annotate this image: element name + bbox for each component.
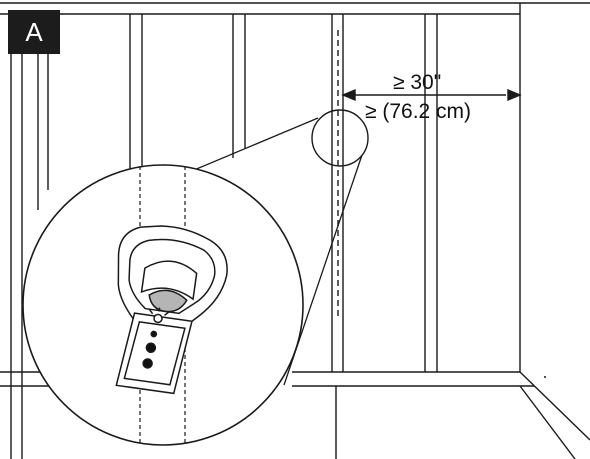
dimension-arrow-icon bbox=[341, 88, 522, 102]
speck bbox=[544, 376, 546, 378]
indicator-led bbox=[153, 313, 163, 324]
stud-finder-icon bbox=[115, 225, 228, 395]
stud bbox=[331, 14, 344, 459]
measurement-imperial: ≥ 30" bbox=[393, 71, 441, 94]
stud bbox=[10, 14, 23, 459]
stud bbox=[232, 14, 246, 158]
led-glow-line bbox=[164, 311, 170, 316]
led-dot bbox=[145, 342, 157, 354]
led-glow-line bbox=[148, 308, 154, 315]
stud bbox=[129, 14, 143, 178]
led-dot bbox=[150, 330, 158, 338]
panel-label: A bbox=[25, 17, 43, 47]
detail-source-circle bbox=[311, 109, 369, 167]
led-dot bbox=[142, 358, 153, 369]
led-glow-line bbox=[158, 307, 161, 312]
stud bbox=[424, 14, 438, 372]
panel-label-badge: A bbox=[8, 10, 60, 54]
measurement-metric: ≥ (76.2 cm) bbox=[365, 100, 471, 123]
side-wall bbox=[519, 3, 590, 459]
device-window bbox=[148, 289, 188, 313]
